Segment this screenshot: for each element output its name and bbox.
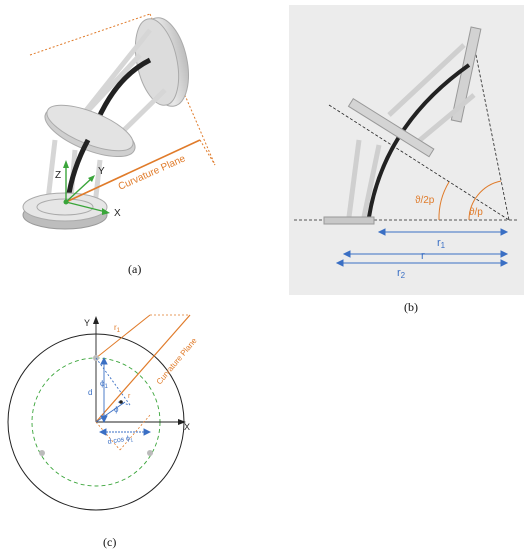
r-label-b: r xyxy=(421,250,425,262)
r-small-label: r xyxy=(128,393,131,400)
blue-geometry xyxy=(95,357,131,423)
rods-b xyxy=(346,43,476,218)
axis-y-label: Y xyxy=(98,166,105,177)
base-disc xyxy=(22,192,108,230)
axis-x-label: X xyxy=(114,208,121,219)
r1-parallel-line xyxy=(95,314,151,359)
panel-b-diagram: ϑ/2p ϑ/p r1 r r2 xyxy=(289,5,524,295)
panel-c-diagram: Y X r1 Curvature Plane d ϕ1 ϕ r d cos ϕ1 xyxy=(7,314,199,511)
dimension-arrows-b xyxy=(335,228,509,267)
r1-label-c: r1 xyxy=(114,323,121,334)
phi1-label: ϕ1 xyxy=(100,379,108,390)
base-disc-b xyxy=(323,216,375,225)
angle-arc-full xyxy=(468,180,502,221)
panel-a-diagram: Curvature Plane Z Y X xyxy=(22,13,216,230)
top-disc-b xyxy=(450,26,482,123)
hole-left xyxy=(39,450,45,456)
middle-disc-normal-dashed xyxy=(328,104,510,221)
panel-b-background xyxy=(289,5,524,295)
curvature-plane-label-c: Curvature Plane xyxy=(155,336,199,386)
r2-label-b: r2 xyxy=(397,267,406,280)
hole-right xyxy=(147,450,153,456)
r1-label-b: r1 xyxy=(437,237,446,250)
angle-arc-half xyxy=(438,181,450,221)
d-cos-label: d cos ϕ1 xyxy=(107,435,134,448)
caption-b: (b) xyxy=(404,300,418,314)
middle-disc-b xyxy=(347,98,435,158)
curvature-plane-line xyxy=(65,139,201,203)
angle-full-label: ϑ/p xyxy=(469,207,483,218)
axis-z-label: Z xyxy=(55,170,61,181)
axes-a xyxy=(63,160,110,215)
center-point xyxy=(119,400,123,404)
dotted-guide-top xyxy=(29,13,151,56)
axis-y-label-c: Y xyxy=(84,318,90,328)
curvature-plane-line-c xyxy=(95,314,191,423)
caption-a: (a) xyxy=(128,262,142,276)
angle-half-label: ϑ/2p xyxy=(415,195,435,206)
dotted-guide-right xyxy=(149,13,216,166)
dimension-arrows-c xyxy=(98,356,152,436)
top-disc xyxy=(134,17,189,107)
axis-x-label-c: X xyxy=(184,422,190,432)
caption-c: (c) xyxy=(103,535,117,549)
phi-label: ϕ xyxy=(114,405,119,414)
d-label: d xyxy=(88,388,92,397)
